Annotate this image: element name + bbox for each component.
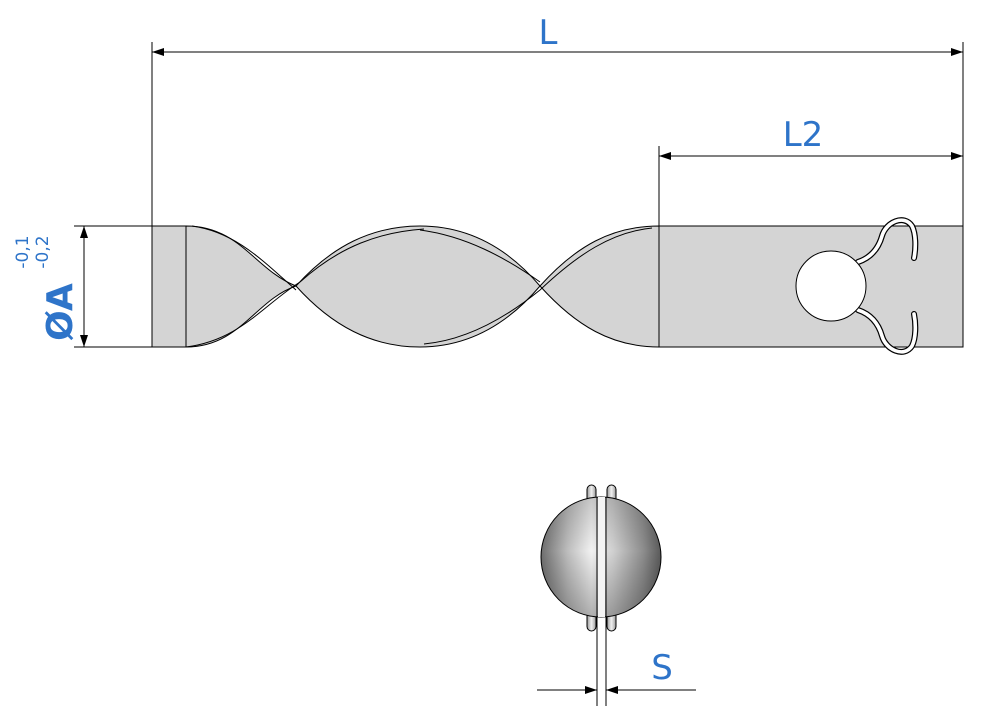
label-thickness: S [651,648,673,688]
clip-wire-upper-inner [856,218,918,264]
dimension-thickness [537,617,696,706]
pin-end-view [540,484,662,632]
spring-clip [795,217,919,355]
twist-strand-c [191,225,297,291]
clip-wire-lower-inner [856,308,918,354]
dimension-length2 [658,146,963,226]
twist-strand-d [419,229,541,283]
label-tolerance-lower: -0,2 [33,235,53,268]
ball-side [795,250,867,322]
twist-lobe-2 [295,225,541,348]
label-diameter: ØA [40,283,81,341]
twist-strand-a [185,228,425,348]
pin-end-left [151,225,187,348]
dimension-length [151,42,964,226]
label-length: L [539,13,558,53]
end-view-gap [598,497,605,617]
label-tolerance-upper: -0,1 [13,235,33,268]
twist-strand-b [423,227,653,345]
label-length2: L2 [783,115,824,155]
dimension-diameter [74,225,152,348]
